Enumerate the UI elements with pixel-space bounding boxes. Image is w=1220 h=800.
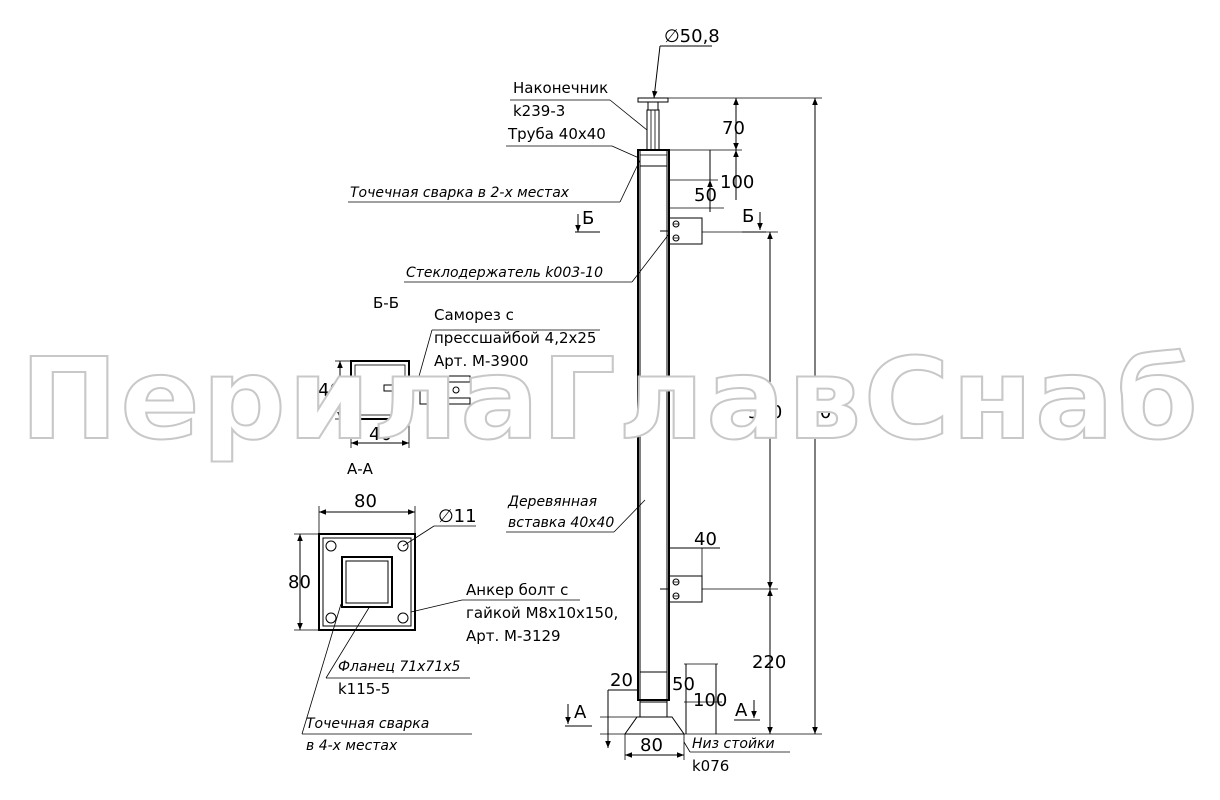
section-aa: А-А 80 80 ∅11 Анкер болт с гайкой М8х10х… [288, 460, 618, 754]
label-bottom-2: k076 [692, 757, 729, 775]
dimensions-main: ∅50,8 70 100 50 540 950 220 40 [600, 26, 831, 760]
section-aa-dim-w: 80 [354, 491, 377, 512]
section-bb-wood [354, 364, 406, 416]
glass-holder-upper [660, 217, 703, 245]
tube [637, 149, 670, 701]
section-bb-title: Б-Б [373, 294, 399, 312]
section-aa-title: А-А [347, 460, 374, 478]
label-wood-1: Деревянная [507, 494, 597, 510]
label-weld-2: Точечная сварка в 2-х местах [350, 185, 570, 201]
label-weld4-1: Точечная сварка [306, 716, 429, 732]
callouts-main: Наконечник k239-3 Труба 40х40 Точечная с… [348, 79, 790, 775]
label-weld4-2: в 4-х местах [306, 738, 398, 754]
hole-tl [325, 540, 337, 552]
mark-a-left: А [574, 702, 587, 723]
mark-a-right: А [735, 700, 748, 721]
section-bb-dim-w: 40 [369, 424, 392, 445]
label-tip-2: k239-3 [513, 102, 565, 120]
section-aa-dim-h: 80 [288, 572, 311, 593]
dim-220: 220 [752, 652, 786, 673]
dim-20: 20 [610, 670, 633, 691]
dim-950: 950 [797, 402, 831, 423]
label-tube: Труба 40х40 [507, 125, 606, 143]
watermark: ПерилаГлавСнаб [20, 335, 1200, 465]
label-screw-3: Арт. М-3900 [434, 352, 529, 370]
label-bottom-1: Низ стойки [692, 736, 775, 752]
tip-cap [637, 97, 669, 103]
tip-stem [646, 109, 660, 151]
label-anchor-3: Арт. М-3129 [466, 627, 561, 645]
section-aa-flange [318, 533, 416, 631]
base-flange [624, 716, 685, 735]
dim-540: 540 [748, 402, 782, 423]
hole-bl [325, 612, 337, 624]
label-tip-1: Наконечник [513, 79, 608, 97]
section-aa-tube [341, 556, 393, 608]
dim-40-holder: 40 [694, 529, 717, 550]
label-screw-2: прессшайбой 4,2х25 [434, 329, 596, 347]
label-flange-1: Фланец 71х71х5 [338, 659, 461, 675]
tube-top-cap [639, 149, 668, 167]
label-screw-1: Саморез с [434, 306, 514, 324]
dim-50-bottom: 50 [672, 674, 695, 695]
dim-100-bottom: 100 [693, 690, 727, 711]
label-flange-2: k115-5 [338, 680, 390, 698]
label-anchor-1: Анкер болт с [466, 581, 568, 599]
section-bb-dim-h: 40 [318, 380, 341, 401]
hole-br [397, 612, 409, 624]
dim-50-top: 50 [694, 185, 717, 206]
label-anchor-2: гайкой М8х10х150, [466, 604, 618, 622]
label-glass-holder: Стеклодержатель k003-10 [406, 265, 603, 281]
section-bb: Б-Б Саморез с прессшайбой 4,2х25 Арт. М-… [318, 294, 600, 448]
tube-bottom-sleeve [639, 671, 668, 703]
glass-holder-lower [660, 575, 703, 603]
mark-b-left: Б [582, 208, 594, 229]
dim-diameter-top: ∅50,8 [664, 26, 720, 47]
label-wood-2: вставка 40х40 [508, 515, 614, 531]
section-marks: Б Б А А [565, 206, 766, 727]
label-hole: ∅11 [438, 506, 477, 527]
mark-b-right: Б [742, 206, 754, 227]
hole-tr [397, 540, 409, 552]
dim-80-bottom: 80 [640, 735, 663, 756]
section-bb-tube [350, 360, 410, 420]
dim-70: 70 [722, 118, 745, 139]
tip-neck [647, 102, 659, 111]
dim-100-top: 100 [720, 172, 754, 193]
